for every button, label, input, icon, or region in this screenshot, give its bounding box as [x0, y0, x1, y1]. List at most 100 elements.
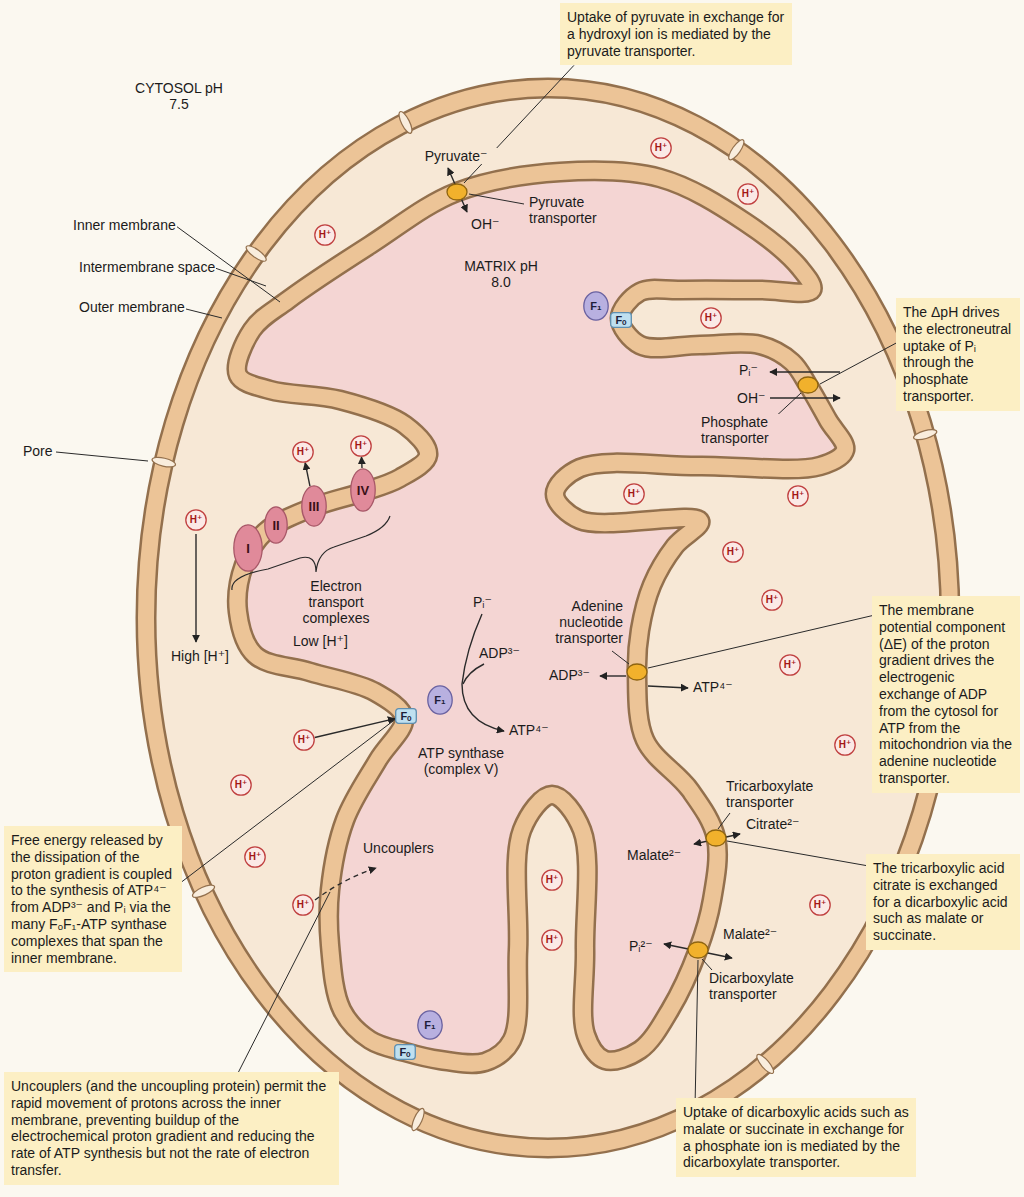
- flow-arrow: [648, 686, 688, 688]
- leader-line: [469, 194, 524, 204]
- proton-ion: H⁺: [722, 541, 744, 563]
- part-label: ATP synthase (complex V): [405, 745, 517, 777]
- part-label: Malate²⁻: [722, 926, 778, 942]
- pore-symbol: [913, 428, 938, 442]
- proton-ion: H⁺: [761, 589, 783, 611]
- outer-membrane: [146, 88, 950, 1148]
- pore-channel: [397, 110, 415, 135]
- proton-ion: H⁺: [779, 654, 801, 676]
- f1-subunit: F₁: [583, 291, 609, 321]
- callout-text: Uptake of dicarboxylic acids such as mal…: [683, 1104, 909, 1171]
- part-label: Intermembrane space: [78, 259, 216, 275]
- flow-arrow: [195, 534, 196, 642]
- flow-arrow: [462, 684, 504, 731]
- leader-line: [648, 616, 872, 668]
- node-text: H⁺: [814, 900, 827, 910]
- proton-ion: H⁺: [809, 894, 831, 916]
- round-shape: [234, 525, 262, 571]
- subunit-shape: [396, 709, 417, 724]
- node-text: H⁺: [319, 230, 332, 240]
- part-label: Pyruvate transporter: [528, 194, 610, 226]
- part-label: Adenine nucleotide transporter: [540, 598, 624, 646]
- part-label: Pᵢ²⁻: [628, 938, 654, 954]
- round-shape: [294, 730, 314, 750]
- node-text: H⁺: [546, 875, 559, 885]
- inner-membrane: [237, 171, 845, 1064]
- proton-ion: H⁺: [541, 929, 563, 951]
- round-shape: [351, 436, 371, 456]
- proton-ion: H⁺: [314, 224, 336, 246]
- leader-line: [239, 892, 331, 1072]
- part-label: High [H⁺]: [170, 648, 230, 664]
- pore-channel: [151, 456, 176, 469]
- proton-ion: H⁺: [293, 729, 315, 751]
- proton-ion: H⁺: [834, 734, 856, 756]
- node-text: Fₒ: [399, 1047, 410, 1058]
- part-label: ATP⁴⁻: [692, 679, 734, 695]
- transporter-symbol: [627, 664, 647, 680]
- node-text: H⁺: [705, 313, 718, 323]
- flow-arrow: [770, 397, 840, 398]
- transporter-symbol: [688, 942, 708, 958]
- node-text: H⁺: [355, 441, 368, 451]
- node-text: Fₒ: [615, 315, 626, 326]
- respiratory-complex: I: [233, 524, 263, 572]
- part-label: Pore: [22, 443, 54, 459]
- node-text: H⁺: [546, 935, 559, 945]
- callout-box: Free energy released by the dissipation …: [4, 826, 182, 972]
- proton-ion: H⁺: [737, 183, 759, 205]
- proton-ion: H⁺: [230, 774, 252, 796]
- round-shape: [651, 138, 671, 158]
- outer-membrane-edge: [146, 88, 950, 1148]
- pore-symbol: [754, 1052, 776, 1075]
- round-shape: [542, 930, 562, 950]
- leader-line: [182, 308, 222, 318]
- part-label: Low [H⁺]: [292, 633, 349, 649]
- round-shape: [245, 847, 265, 867]
- flow-arrow: [463, 664, 484, 684]
- callout-box: Uncouplers (and the uncoupling protein) …: [4, 1072, 339, 1185]
- callout-text: Uptake of pyruvate in exchange for a hyd…: [567, 9, 785, 59]
- part-label: ADP³⁻: [478, 645, 521, 661]
- node-text: F₁: [424, 1020, 435, 1031]
- pore-channel: [913, 428, 938, 442]
- f1-subunit: F₁: [427, 685, 453, 715]
- node-text: Fₒ: [400, 711, 411, 722]
- flow-arrow: [770, 371, 840, 372]
- proton-ion: H⁺: [700, 307, 722, 329]
- part-label: Inner membrane: [72, 217, 177, 233]
- leader-line: [820, 343, 896, 384]
- part-label: Phosphate transporter: [700, 414, 782, 446]
- callout-text: Free energy released by the dissipation …: [11, 832, 175, 966]
- node-text: H⁺: [839, 740, 852, 750]
- proton-ion: H⁺: [350, 435, 372, 457]
- flow-arrow: [448, 168, 467, 212]
- callout-text: Uncouplers (and the uncoupling protein) …: [11, 1078, 332, 1179]
- leader-line: [695, 960, 698, 1098]
- round-shape: [788, 486, 808, 506]
- callout-box: Uptake of pyruvate in exchange for a hyd…: [560, 3, 792, 65]
- round-shape: [293, 442, 313, 462]
- part-label: OH⁻: [736, 390, 766, 406]
- proton-ion: H⁺: [787, 485, 809, 507]
- callout-box: Uptake of dicarboxylic acids such as mal…: [676, 1098, 916, 1177]
- part-label: ATP⁴⁻: [508, 722, 550, 738]
- node-text: II: [272, 519, 279, 532]
- round-shape: [186, 510, 206, 530]
- node-text: IV: [357, 484, 369, 497]
- pore-symbol: [409, 1107, 426, 1132]
- proton-ion: H⁺: [292, 894, 314, 916]
- node-text: III: [309, 500, 320, 513]
- round-shape: [584, 292, 608, 320]
- round-shape: [624, 484, 644, 504]
- pore-channel: [244, 243, 268, 264]
- callout-box: The membrane potential component (ΔE) of…: [872, 596, 1020, 793]
- round-shape: [835, 735, 855, 755]
- part-label: Electron transport complexes: [290, 578, 382, 626]
- fo-subunit: Fₒ: [610, 312, 632, 328]
- part-label: Citrate²⁻: [745, 816, 800, 832]
- part-label: Pᵢ⁻: [472, 594, 493, 610]
